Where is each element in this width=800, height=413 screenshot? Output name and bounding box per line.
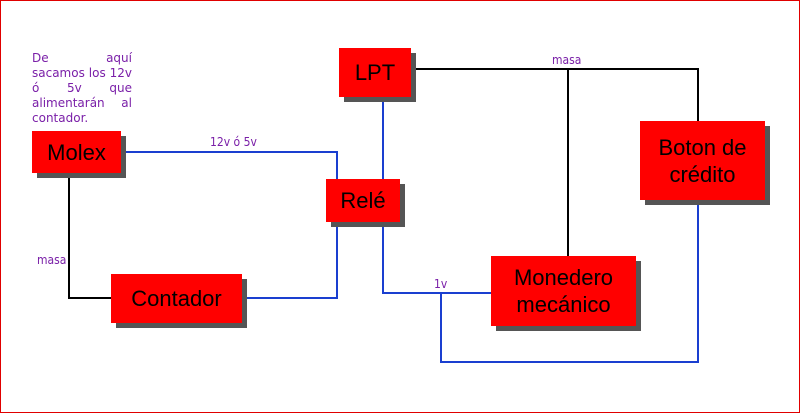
power-wire-molex-rele (121, 151, 338, 179)
boton-box: Boton de crédito (640, 121, 765, 200)
lpt-label: LPT (354, 60, 396, 85)
ground-label-top: masa (552, 53, 582, 67)
lpt-box: LPT (339, 48, 411, 97)
wire-rele-monedero (382, 222, 491, 294)
ground-wire-lpt-boton (411, 68, 699, 121)
power-wire-label: 12v ó 5v (210, 135, 257, 149)
molex-label: Molex (47, 139, 106, 165)
monedero-label: Monedero mecánico (513, 265, 614, 317)
contador-box: Contador (111, 274, 242, 323)
contador-label: Contador (131, 286, 222, 311)
ground-wires (68, 68, 699, 299)
boton-label: Boton de crédito (658, 134, 747, 187)
wire-monedero-boton (440, 200, 699, 363)
monedero-box: Monedero mecánico (491, 256, 636, 326)
wire-rele-contador (242, 222, 338, 299)
one-volt-label: 1v (434, 277, 448, 291)
ground-label-left: masa (37, 253, 67, 267)
ground-wire-molex-contador (68, 172, 111, 299)
rele-label: Relé (340, 188, 386, 213)
signal-wires (121, 97, 699, 363)
power-source-note: De aquí sacamos los 12v ó 5v que aliment… (32, 51, 132, 125)
molex-box: Molex (32, 131, 121, 173)
rele-box: Relé (326, 179, 400, 222)
